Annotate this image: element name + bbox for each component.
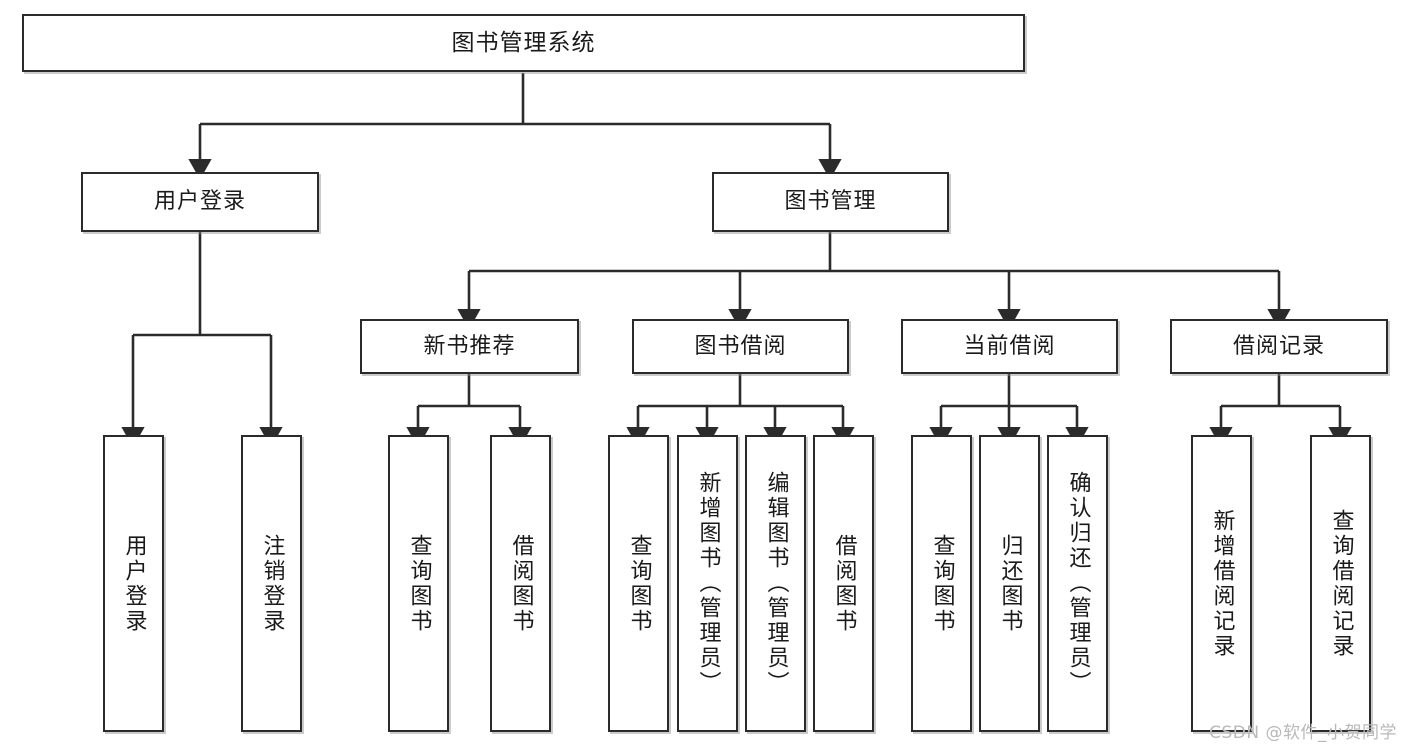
node-book-management[interactable]: 图书管理 <box>712 172 949 232</box>
node-label: 图书管理系统 <box>451 29 596 56</box>
node-label: 用户登录 <box>121 533 147 634</box>
node-label: 归还图书 <box>997 533 1023 634</box>
node-label: 编辑图书（管理员） <box>763 471 789 696</box>
node-borrow-record[interactable]: 借阅记录 <box>1170 319 1388 374</box>
node-label: 借阅记录 <box>1232 333 1325 359</box>
node-label: 新书推荐 <box>423 333 516 359</box>
node-leaf-query-book-recommend[interactable]: 查询图书 <box>388 435 449 732</box>
node-leaf-query-borrow-record[interactable]: 查询借阅记录 <box>1310 435 1371 732</box>
node-label: 注销登录 <box>259 533 285 634</box>
node-leaf-edit-book-admin[interactable]: 编辑图书（管理员） <box>745 435 806 732</box>
node-leaf-add-borrow-record[interactable]: 新增借阅记录 <box>1191 435 1252 732</box>
watermark-text: CSDN @软件_小贺同学 <box>1209 723 1397 743</box>
node-label: 图书借阅 <box>694 333 787 359</box>
node-leaf-borrow-book[interactable]: 借阅图书 <box>813 435 874 732</box>
node-label: 用户登录 <box>153 189 246 215</box>
node-label: 图书管理 <box>784 189 877 215</box>
node-label: 借阅图书 <box>508 533 534 634</box>
node-label: 新增借阅记录 <box>1209 508 1235 659</box>
node-leaf-query-book-current[interactable]: 查询图书 <box>911 435 972 732</box>
node-leaf-add-book-admin[interactable]: 新增图书（管理员） <box>677 435 738 732</box>
node-leaf-query-book-borrow[interactable]: 查询图书 <box>608 435 669 732</box>
node-label: 查询图书 <box>406 533 432 634</box>
node-leaf-confirm-return-admin[interactable]: 确认归还（管理员） <box>1047 435 1108 732</box>
node-label: 新增图书（管理员） <box>695 471 721 696</box>
node-label: 确认归还（管理员） <box>1065 471 1091 696</box>
node-leaf-user-login[interactable]: 用户登录 <box>103 435 164 732</box>
node-label: 借阅图书 <box>831 533 857 634</box>
node-label: 查询图书 <box>626 533 652 634</box>
node-label: 查询图书 <box>929 533 955 634</box>
node-book-borrow[interactable]: 图书借阅 <box>632 319 849 374</box>
node-new-book-recommend[interactable]: 新书推荐 <box>360 319 579 374</box>
node-label: 查询借阅记录 <box>1328 508 1354 659</box>
node-root-book-management-system[interactable]: 图书管理系统 <box>22 14 1025 72</box>
node-leaf-borrow-book-recommend[interactable]: 借阅图书 <box>490 435 551 732</box>
node-current-borrow[interactable]: 当前借阅 <box>901 319 1118 374</box>
node-user-login[interactable]: 用户登录 <box>81 172 319 232</box>
node-label: 当前借阅 <box>963 333 1056 359</box>
node-leaf-user-logout[interactable]: 注销登录 <box>241 435 302 732</box>
node-leaf-return-book[interactable]: 归还图书 <box>979 435 1040 732</box>
